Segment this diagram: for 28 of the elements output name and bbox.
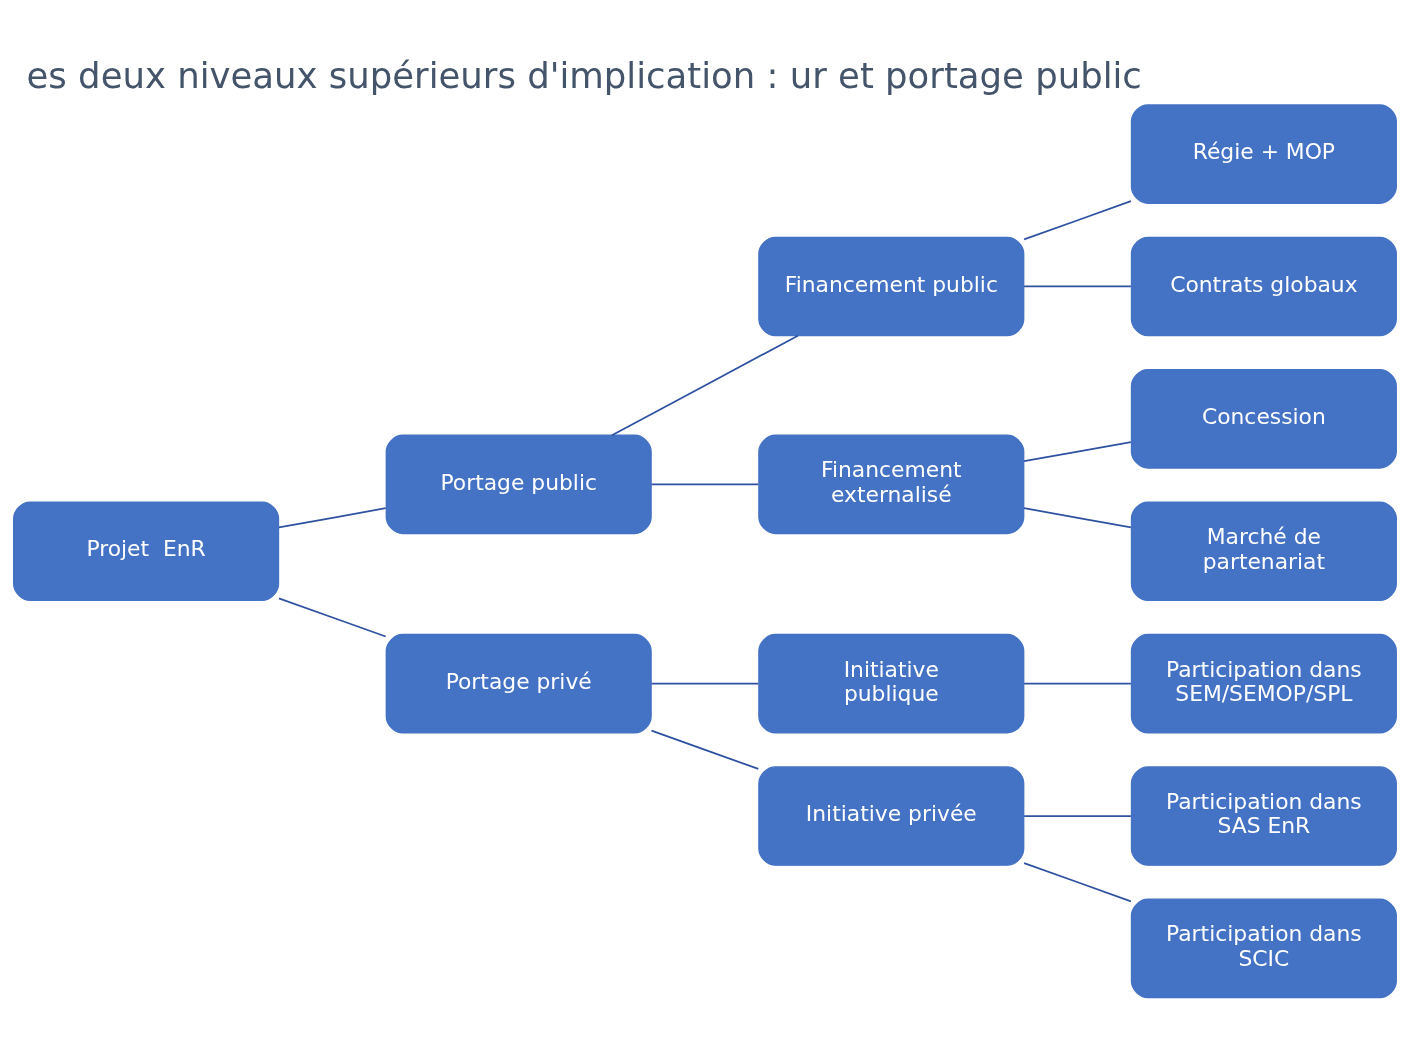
node-box: Régie + MOP: [1130, 104, 1397, 204]
connector: [650, 682, 760, 685]
connector: [1023, 441, 1132, 462]
connector: [650, 483, 760, 486]
node-box: Initiative privée: [758, 766, 1025, 866]
node-box: Participation dans SEM/SEMOP/SPL: [1130, 633, 1397, 734]
connector: [1023, 862, 1132, 903]
node-box: Marché de partenariat: [1130, 501, 1397, 602]
connector: [278, 507, 387, 529]
connector: [1023, 285, 1132, 288]
node-box: Projet EnR: [13, 501, 280, 602]
node-box: Participation dans SCIC: [1130, 898, 1397, 999]
node-box: Financement externalisé: [758, 434, 1025, 535]
connector: [1023, 507, 1132, 529]
connector: [1023, 200, 1132, 241]
node-box: Concession: [1130, 369, 1397, 469]
node-box: Portage public: [385, 434, 652, 535]
connector: [611, 334, 799, 437]
node-box: Portage privé: [385, 633, 652, 734]
connector: [1023, 815, 1132, 817]
diagram-title: es deux niveaux supérieurs d'implication : ur et portage public: [26, 55, 1142, 97]
connector: [1023, 682, 1132, 685]
connector: [650, 729, 760, 770]
connector: [278, 597, 387, 638]
node-box: Participation dans SAS EnR: [1130, 766, 1397, 866]
node-box: Financement public: [758, 236, 1025, 337]
node-box: Contrats globaux: [1130, 236, 1397, 337]
node-box: Initiative publique: [758, 633, 1025, 734]
